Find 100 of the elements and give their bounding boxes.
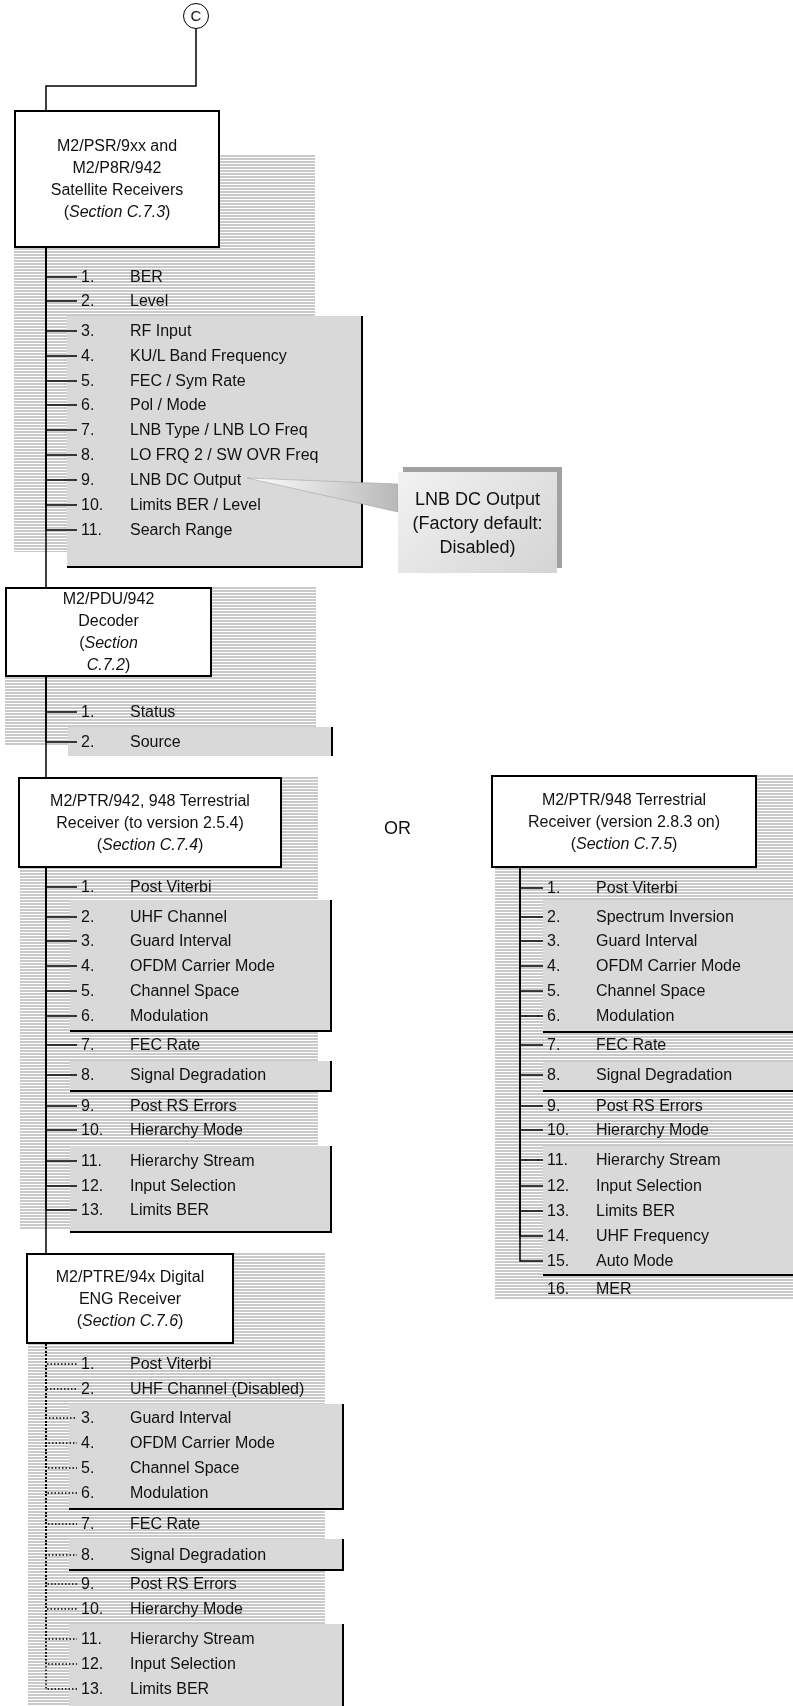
menu-item-label: Modulation <box>130 1484 209 1501</box>
item-number: 1. <box>547 878 562 898</box>
item-number: 4. <box>81 1433 96 1453</box>
menu-item-label: FEC Rate <box>130 1036 201 1053</box>
menu-title: M2/PTRE/94x Digital ENG Receiver <box>54 1266 206 1309</box>
menu-item-label: Spectrum Inversion <box>596 908 734 925</box>
menu-item-label: KU/L Band Frequency <box>130 347 287 364</box>
menu-item-label: RF Input <box>130 322 192 339</box>
menu-item-label: Input Selection <box>596 1177 702 1194</box>
menu-item-label: Auto Mode <box>596 1252 674 1269</box>
item-number: 10. <box>81 1599 105 1619</box>
menu-box <box>14 110 220 248</box>
menu-item-label: Limits BER <box>130 1201 210 1218</box>
menu-title: M2/PTR/948 Terrestrial Receiver (version 2.8.3 on) <box>526 789 722 832</box>
item-number: 8. <box>81 1065 96 1085</box>
menu-item-label: LNB Type / LNB LO Freq <box>130 421 308 438</box>
item-number: 12. <box>547 1176 571 1196</box>
item-number: 2. <box>81 1379 96 1399</box>
item-number: 5. <box>81 371 96 391</box>
section-reference: (Section C.7.4) <box>96 834 204 855</box>
menu-item-label: Guard Interval <box>130 932 232 949</box>
item-number: 12. <box>81 1654 105 1674</box>
item-number: 8. <box>81 1545 96 1565</box>
item-number: 1. <box>81 1354 96 1374</box>
menu-item-label: Post RS Errors <box>130 1097 237 1114</box>
menu-item-label: Post Viterbi <box>596 879 678 896</box>
menu-item-label: Input Selection <box>130 1655 236 1672</box>
item-number: 6. <box>81 395 96 415</box>
item-number: 2. <box>81 291 96 311</box>
item-number: 9. <box>547 1096 562 1116</box>
section-reference: (Section C.7.5) <box>570 833 678 854</box>
menu-item-label: Signal Degradation <box>130 1066 267 1083</box>
item-number: 11. <box>81 1629 104 1649</box>
menu-item-label: Post RS Errors <box>130 1575 237 1592</box>
item-number: 13. <box>81 1679 105 1699</box>
item-number: 5. <box>81 1458 96 1478</box>
menu-item-label: MER <box>596 1280 632 1297</box>
menu-item-label: Input Selection <box>130 1177 236 1194</box>
menu-item-label: Hierarchy Stream <box>130 1152 255 1169</box>
item-number: 3. <box>81 321 96 341</box>
item-number: 4. <box>81 956 96 976</box>
item-number: 9. <box>81 470 96 490</box>
item-number: 14. <box>547 1226 571 1246</box>
menu-item-label: OFDM Carrier Mode <box>130 1434 275 1451</box>
section-reference: (Section C.7.2) <box>78 633 139 675</box>
item-number: 1. <box>81 702 96 722</box>
item-number: 16. <box>547 1279 571 1299</box>
menu-item-label: Channel Space <box>596 982 706 999</box>
menu-item-label: Post Viterbi <box>130 1355 212 1372</box>
menu-item-label: FEC Rate <box>596 1036 667 1053</box>
item-number: 13. <box>81 1200 105 1220</box>
item-number: 4. <box>547 956 562 976</box>
menu-item-label: Limits BER / Level <box>130 496 261 513</box>
item-number: 2. <box>547 907 562 927</box>
menu-box <box>26 1253 234 1344</box>
menu-title: M2/PTR/942, 948 Terrestrial Receiver (to version 2.5.4) <box>49 790 251 833</box>
item-number: 2. <box>81 732 96 752</box>
item-number: 9. <box>81 1096 96 1116</box>
menu-item-label: UHF Channel (Disabled) <box>130 1380 305 1397</box>
item-number: 2. <box>81 907 96 927</box>
section-reference: (Section C.7.6) <box>76 1310 184 1331</box>
callout-pointer <box>246 477 399 513</box>
menu-item-label: Hierarchy Stream <box>130 1630 255 1647</box>
menu-item-label: Hierarchy Mode <box>596 1121 709 1138</box>
item-number: 3. <box>81 1408 96 1428</box>
menu-item-label: Status <box>130 703 176 720</box>
item-number: 11. <box>81 1151 104 1171</box>
item-number: 3. <box>547 931 562 951</box>
item-number: 11. <box>547 1150 570 1170</box>
item-number: 11. <box>81 520 104 540</box>
menu-box <box>491 775 757 868</box>
item-number: 5. <box>81 981 96 1001</box>
menu-item-label: UHF Channel <box>130 908 227 925</box>
item-number: 9. <box>81 1574 96 1594</box>
item-number: 15. <box>547 1251 571 1271</box>
or-label: OR <box>384 818 411 839</box>
menu-item-label: LNB DC Output <box>130 471 242 488</box>
connector-line <box>45 676 47 778</box>
menu-item-label: LO FRQ 2 / SW OVR Freq <box>130 446 319 463</box>
menu-item-label: Post Viterbi <box>130 878 212 895</box>
menu-item-label: Modulation <box>130 1007 209 1024</box>
menu-item-label: UHF Frequency <box>596 1227 709 1244</box>
menu-item-label: FEC / Sym Rate <box>130 372 246 389</box>
item-number: 3. <box>81 931 96 951</box>
item-number: 12. <box>81 1176 105 1196</box>
menu-item-label: Hierarchy Mode <box>130 1600 243 1617</box>
menu-item-label: OFDM Carrier Mode <box>130 957 275 974</box>
item-number: 10. <box>81 495 105 515</box>
menu-title: M2/PDU/942 Decoder <box>61 589 156 631</box>
item-number: 10. <box>81 1120 105 1140</box>
menu-item-label: Channel Space <box>130 982 240 999</box>
menu-item-label: Channel Space <box>130 1459 240 1476</box>
menu-item-label: Search Range <box>130 521 233 538</box>
menu-item-label: BER <box>130 268 163 285</box>
item-number: 8. <box>547 1065 562 1085</box>
menu-item-label: Guard Interval <box>130 1409 232 1426</box>
item-number: 7. <box>81 420 96 440</box>
item-number: 1. <box>81 267 96 287</box>
item-number: 6. <box>81 1006 96 1026</box>
connector-line <box>45 28 197 111</box>
